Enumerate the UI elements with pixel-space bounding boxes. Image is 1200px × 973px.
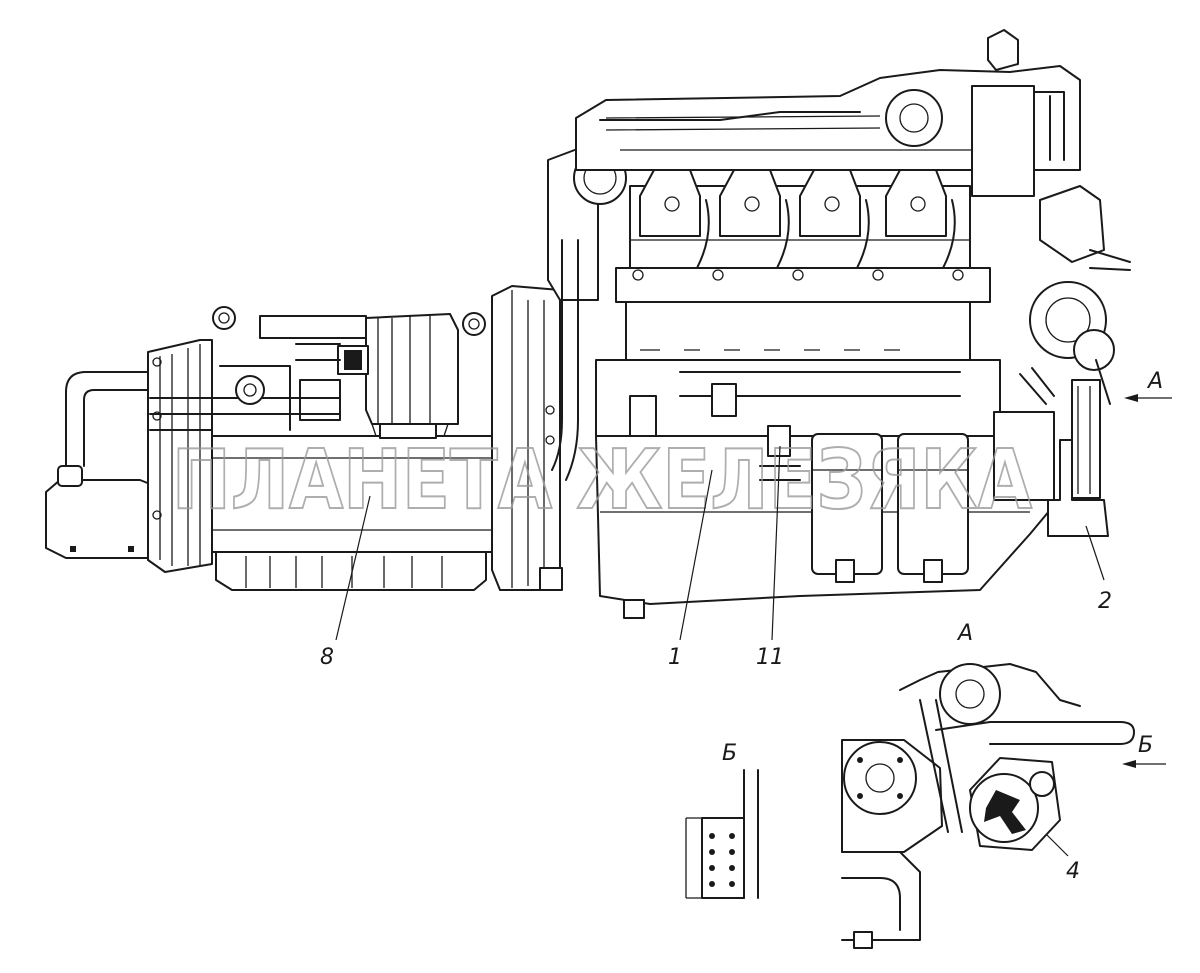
drain-plug: [623, 599, 645, 619]
detail-view-a: А: [841, 621, 1135, 949]
pump-assembly: [969, 757, 1061, 851]
view-a-title: А: [956, 621, 973, 646]
watermark: ПЛАНЕТА ЖЕЛЕЗЯКА: [172, 433, 1032, 528]
callouts: 8 1 11 2 4: [320, 445, 1112, 884]
view-a-arrow: А: [1124, 369, 1172, 402]
callout-2: 2: [1098, 589, 1112, 614]
detail-view-b: Б: [685, 741, 759, 899]
callout-4: 4: [1066, 859, 1080, 884]
oil-canister: [45, 479, 161, 559]
callout-8: 8: [320, 645, 334, 670]
transmission-unit: [45, 285, 563, 591]
view-a-arrow-label: А: [1146, 369, 1163, 394]
view-b-arrow: Б: [1122, 733, 1166, 768]
compressor-block: [365, 313, 459, 425]
engine-block: [547, 29, 1131, 619]
view-b-title: Б: [722, 741, 737, 766]
coolant-pipe: [551, 239, 579, 481]
callout-1: 1: [668, 645, 682, 670]
lift-eye-right: [462, 312, 486, 336]
turbocharger: [1019, 185, 1131, 405]
injectors: [639, 169, 956, 281]
oil-filler-cap: [987, 29, 1019, 71]
view-b-arrow-label: Б: [1138, 733, 1153, 758]
lift-eye-left: [212, 306, 236, 330]
fuel-filters: [811, 433, 969, 583]
callout-11: 11: [756, 645, 784, 670]
left-elbow-pipe: [65, 371, 151, 467]
